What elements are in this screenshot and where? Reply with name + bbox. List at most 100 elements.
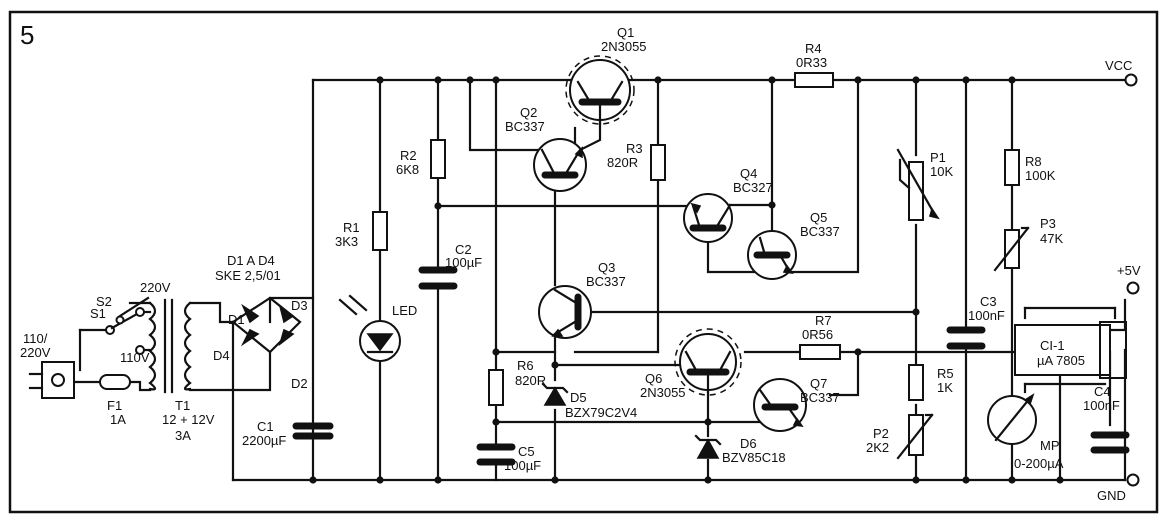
p2-name: P2 [873,426,889,441]
mains-label-1: 110/ [23,331,48,346]
switch-s2-icon [115,296,150,325]
bridge-d4: D4 [213,348,230,363]
d5-value: BZX79C2V4 [565,405,637,420]
bridge-title: D1 A D4 [227,253,275,268]
r5-value: 1K [937,380,953,395]
capacitor-c4-icon [1090,431,1130,454]
figure-number: 5 [20,20,34,50]
q1-value: 2N3055 [601,39,647,54]
transistor-q5-icon [747,230,797,280]
plus5v-label: +5V [1117,263,1141,278]
bridge-d2: D2 [291,376,308,391]
c1-name: C1 [257,419,274,434]
d6-name: D6 [740,436,757,451]
c4-value: 100nF [1083,398,1120,413]
r6-name: R6 [517,358,534,373]
c5-value: 100µF [504,458,541,473]
p1-name: P1 [930,150,946,165]
potentiometer-p3-icon [993,226,1030,272]
q2-name: Q2 [520,105,537,120]
q6-value: 2N3055 [640,385,686,400]
capacitor-c3-icon [946,326,986,350]
bridge-d1: D1 [228,312,245,327]
r1-name: R1 [343,220,360,235]
capacitor-c2-icon [418,266,458,290]
resistor-r7-icon [799,344,841,360]
transistor-q4-icon [683,193,733,243]
capacitor-c1-icon [292,422,334,440]
gnd-terminal [1126,473,1140,487]
transistor-q6-icon [674,328,742,396]
q7-name: Q7 [810,376,827,391]
regulator-name: CI-1 [1040,338,1065,353]
mains-plug-icon [28,361,75,399]
p1-value: 10K [930,164,953,179]
zener-d5-icon [541,382,569,406]
r8-value: 100K [1025,168,1056,183]
resistor-r1-icon [372,211,388,251]
c3-value: 100nF [968,308,1005,323]
transistor-q2-icon [533,138,587,192]
c2-value: 100µF [445,255,482,270]
bridge-rectifier-icon [231,296,302,354]
bridge-part: SKE 2,5/01 [215,268,281,283]
led-label: LED [392,303,417,318]
fuse-name: F1 [107,398,122,413]
resistor-r6-icon [488,369,504,406]
p3-value: 47K [1040,231,1063,246]
c2-name: C2 [455,242,472,257]
r7-value: 0R56 [802,327,833,342]
r1-value: 3K3 [335,234,358,249]
plus5v-terminal [1126,281,1140,295]
resistor-r2-icon [430,139,446,179]
q4-name: Q4 [740,166,757,181]
mains-label-2: 220V [20,345,51,360]
potentiometer-p1-icon [896,148,940,221]
transistor-q3-icon [538,285,592,339]
transformer-current: 3A [175,428,191,443]
q3-value: BC337 [586,274,626,289]
r4-value: 0R33 [796,55,827,70]
transformer-name: T1 [175,398,190,413]
junction-dots [309,76,1064,484]
labels: 5 VCC +5V GND 110/ 220V S1 S2 220V 110V … [20,20,1141,503]
tap220-label: 220V [140,280,171,295]
led-icon [338,294,401,362]
q7-value: BC337 [800,390,840,405]
transformer-icon [148,298,192,394]
q6-name: Q6 [645,371,662,386]
r2-name: R2 [400,148,417,163]
transformer-value: 12 + 12V [162,412,215,427]
q5-name: Q5 [810,210,827,225]
q2-value: BC337 [505,119,545,134]
r2-value: 6K8 [396,162,419,177]
regulator-icon [1014,306,1127,394]
bridge-d3: D3 [291,298,308,313]
fuse-value: 1A [110,412,126,427]
r5-name: R5 [937,366,954,381]
p2-value: 2K2 [866,440,889,455]
tap110-label: 110V [120,350,150,365]
capacitor-c5-icon [476,443,516,466]
d5-name: D5 [570,390,587,405]
r6-value: 820R [515,373,546,388]
c5-name: C5 [518,444,535,459]
meter-name: MP [1040,438,1060,453]
switch-s1-icon [105,307,145,355]
meter-icon [987,393,1037,445]
c3-name: C3 [980,294,997,309]
resistor-r4-icon [794,72,834,88]
transistor-q1-icon [565,55,635,126]
q4-value: BC327 [733,180,773,195]
r8-name: R8 [1025,154,1042,169]
fuse-icon [99,374,131,390]
vcc-label: VCC [1105,58,1132,73]
r4-name: R4 [805,41,822,56]
d6-value: BZV85C18 [722,450,786,465]
zener-d6-icon [694,434,722,459]
q1-name: Q1 [617,25,634,40]
c1-value: 2200µF [242,433,286,448]
regulator-value: µA 7805 [1037,353,1085,368]
